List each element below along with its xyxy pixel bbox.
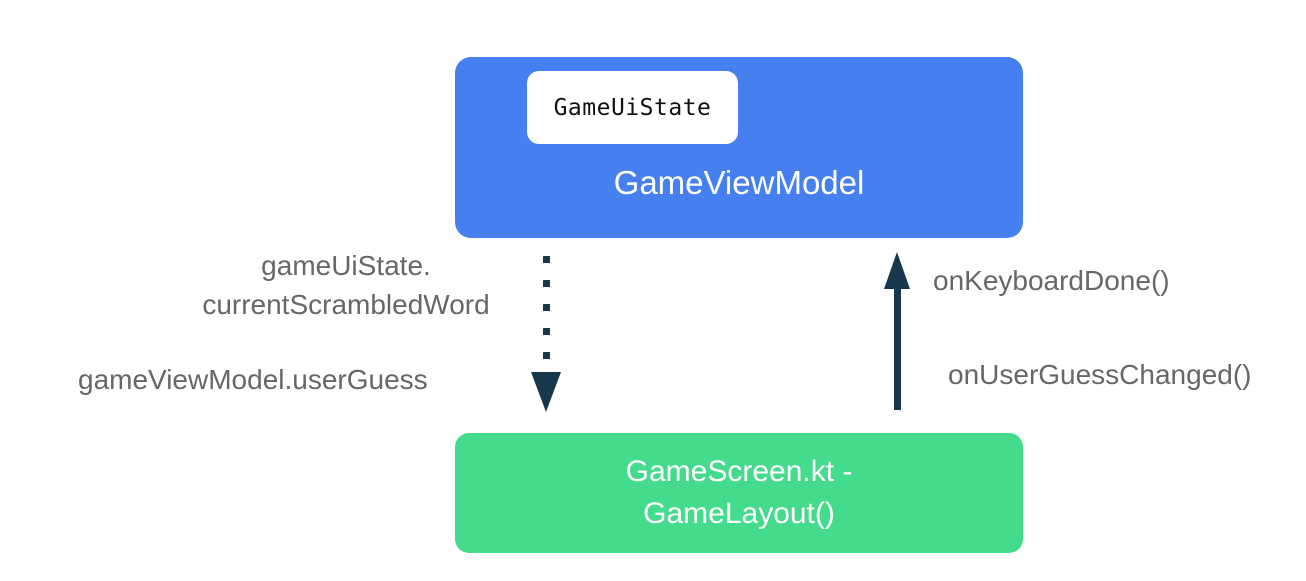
state-flow-label-line1: gameUiState. — [261, 250, 431, 281]
event-up-arrow-icon — [884, 252, 911, 412]
screen-title: GameScreen.kt - GameLayout() — [626, 451, 853, 535]
keyboard-done-label: onKeyboardDone() — [933, 265, 1170, 296]
viewmodel-box: GameUiState GameViewModel — [455, 57, 1023, 238]
state-flow-label-line2: currentScrambledWord — [202, 289, 490, 320]
screen-title-line1: GameScreen.kt - — [625, 455, 853, 488]
screen-title-line2: GameLayout() — [643, 497, 835, 530]
down-arrowhead — [531, 372, 561, 412]
viewmodel-title: GameViewModel — [613, 164, 865, 201]
state-flow-label: gameUiState. currentScrambledWord — [146, 246, 546, 324]
up-arrowhead — [884, 252, 910, 289]
dotted-arrow-shaft — [543, 256, 550, 366]
user-guess-changed-label: onUserGuessChanged() — [948, 359, 1252, 390]
gameuistate-chip: GameUiState — [527, 71, 738, 144]
state-down-arrow-icon — [531, 256, 562, 416]
screen-box: GameScreen.kt - GameLayout() — [455, 433, 1023, 553]
user-guess-label: gameViewModel.userGuess — [78, 364, 428, 395]
gameuistate-label: GameUiState — [553, 94, 712, 121]
solid-arrow-shaft — [894, 288, 901, 410]
